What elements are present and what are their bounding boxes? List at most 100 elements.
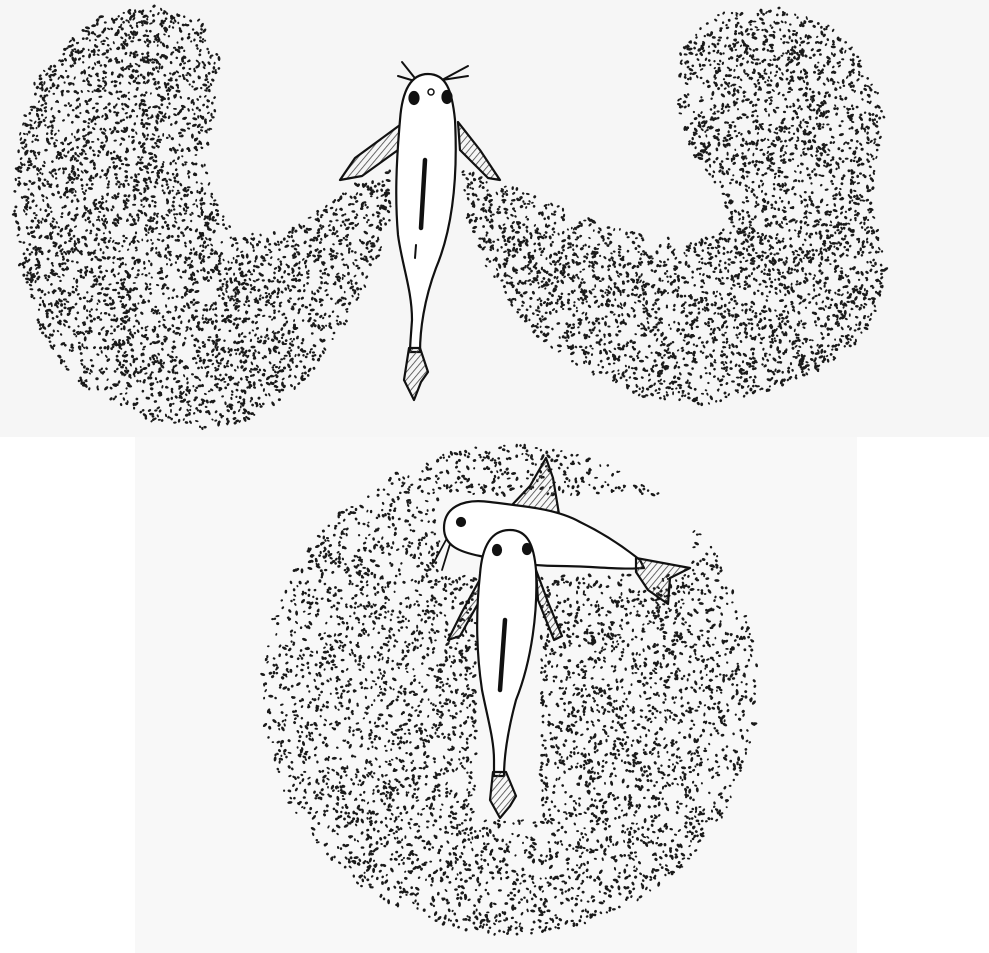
stipple-dot: [141, 273, 144, 276]
stipple-dot: [871, 299, 875, 305]
stipple-dot: [679, 294, 683, 298]
stipple-dot: [38, 117, 41, 120]
stipple-dot: [156, 381, 159, 384]
stipple-dot: [86, 103, 89, 105]
stipple-dot: [380, 188, 384, 192]
stipple-dot: [284, 339, 288, 343]
stipple-dot: [171, 397, 174, 400]
stipple-dot: [311, 357, 315, 361]
stipple-dot: [606, 356, 611, 361]
stipple-dot: [528, 318, 531, 321]
stipple-dot: [666, 245, 669, 249]
stipple-dot: [784, 315, 789, 320]
stipple-dot: [310, 308, 316, 312]
stipple-dot: [131, 303, 137, 308]
stipple-dot: [830, 220, 833, 223]
stipple-dot: [247, 304, 251, 308]
stipple-dot: [813, 288, 815, 292]
stipple-dot: [817, 293, 821, 297]
stipple-dot: [233, 257, 235, 260]
stipple-dot: [376, 189, 379, 193]
stipple-dot: [200, 164, 204, 168]
stipple-dot: [151, 133, 155, 137]
stipple-dot: [29, 288, 33, 290]
stipple-dot: [250, 346, 255, 349]
stipple-dot: [217, 328, 221, 331]
stipple-dot: [122, 397, 125, 401]
stipple-dot: [293, 375, 297, 379]
stipple-dot: [273, 311, 276, 314]
stipple-dot: [101, 43, 105, 46]
stipple-dot: [796, 253, 800, 256]
stipple-dot: [319, 276, 323, 280]
stipple-dot: [123, 157, 128, 162]
stipple-dot: [182, 234, 185, 237]
stipple-dot: [286, 240, 289, 242]
stipple-dot: [28, 283, 32, 286]
stipple-dot: [146, 133, 149, 136]
stipple-dot: [243, 303, 246, 306]
stipple-dot: [383, 198, 387, 202]
stipple-dot: [262, 314, 266, 317]
stipple-dot: [221, 283, 224, 285]
stipple-dot: [629, 355, 633, 358]
stipple-dot: [221, 292, 225, 296]
stipple-dot: [153, 200, 157, 204]
stipple-dot: [677, 391, 680, 394]
stipple-dot: [78, 380, 80, 383]
stipple-dot: [44, 149, 48, 152]
stipple-dot: [682, 100, 687, 104]
stipple-dot: [255, 364, 259, 368]
stipple-dot: [599, 255, 602, 258]
stipple-dot: [182, 66, 186, 70]
stipple-dot: [171, 351, 174, 354]
stipple-dot: [803, 257, 805, 259]
stipple-dot: [195, 44, 198, 47]
stipple-dot: [99, 270, 103, 273]
stipple-dot: [813, 168, 816, 171]
stipple-dot: [252, 269, 255, 273]
stipple-dot: [261, 296, 264, 298]
stipple-dot: [213, 62, 216, 65]
stipple-dot: [144, 274, 148, 277]
stipple-dot: [206, 308, 209, 311]
stipple-dot: [873, 309, 877, 312]
stipple-dot: [207, 244, 210, 246]
stipple-dot: [200, 269, 203, 271]
stipple-dot: [748, 322, 751, 325]
stipple-dot: [217, 56, 220, 61]
stipple-dot: [140, 204, 142, 206]
stipple-dot: [777, 277, 780, 281]
stipple-dot: [811, 191, 814, 194]
stipple-dot: [873, 304, 876, 308]
stipple-dot: [207, 81, 210, 84]
stipple-dot: [312, 351, 315, 353]
stipple-dot: [342, 322, 346, 326]
stipple-dot: [866, 136, 870, 142]
stipple-dot: [613, 228, 616, 232]
stipple-dot: [29, 123, 33, 127]
stipple-dot: [637, 251, 640, 253]
stipple-dot: [134, 102, 138, 106]
stipple-dot: [248, 349, 252, 353]
stipple-dot: [236, 255, 240, 258]
stipple-dot: [156, 70, 160, 73]
stipple-dot: [257, 308, 263, 312]
stipple-dot: [184, 244, 187, 248]
stipple-dot: [617, 343, 620, 346]
stipple-dot: [55, 315, 59, 319]
stipple-dot: [158, 233, 162, 235]
stipple-dot: [751, 272, 754, 276]
stipple-dot: [166, 137, 169, 139]
stipple-dot: [268, 243, 271, 246]
stipple-dot: [868, 298, 871, 300]
stipple-dot: [369, 255, 372, 258]
stipple-dot: [753, 21, 757, 23]
stipple-dot: [472, 230, 476, 234]
stipple-dot: [88, 387, 91, 391]
stipple-dot: [211, 353, 214, 356]
stipple-dot: [155, 119, 159, 125]
stipple-dot: [703, 35, 706, 38]
stipple-dot: [815, 249, 819, 253]
stipple-dot: [77, 325, 80, 328]
